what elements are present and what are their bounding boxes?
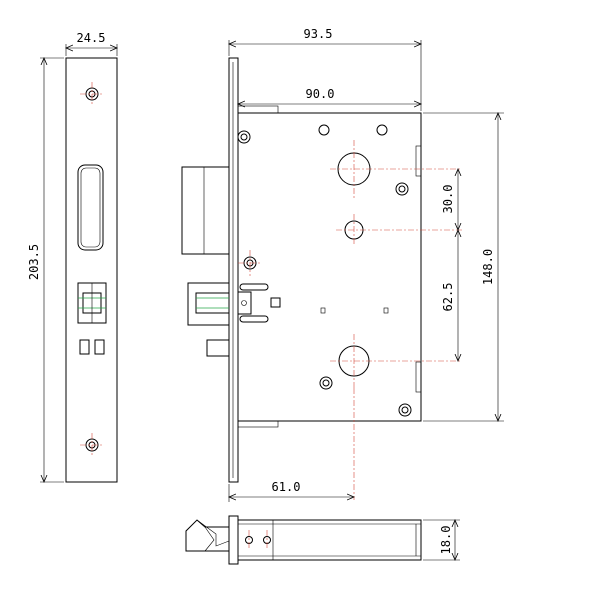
dim-faceplate-width-label: 24.5 (77, 31, 106, 45)
case-hole-top-1 (318, 124, 330, 136)
dim-faceplate-height: 203.5 (27, 58, 64, 482)
dim-backset-label: 61.0 (272, 480, 301, 494)
case-screw-lower-right (398, 403, 412, 417)
deadbolt (181, 166, 230, 255)
faceplate-top-screw (80, 82, 104, 106)
faceplate-small-hole-left (79, 339, 90, 355)
dim-backset: 61.0 (229, 480, 354, 502)
dim-cylinder-to-lower-label: 62.5 (441, 283, 455, 312)
faceplate-small-hole-right (94, 339, 105, 355)
faceplate-latch-block (77, 282, 107, 324)
dim-overall-depth: 93.5 (229, 27, 421, 111)
handle-spindle-hole (330, 140, 462, 198)
case-screw-right-upper (395, 182, 409, 196)
faceplate-front-view (65, 57, 118, 483)
case-hole-top-2 (376, 124, 388, 136)
case-screw-lower-left (319, 376, 333, 390)
dim-handle-to-cylinder: 30.0 (441, 169, 458, 230)
lower-spindle-hole (330, 334, 462, 388)
dim-case-height-label: 148.0 (481, 249, 495, 285)
dim-overall-depth-label: 93.5 (304, 27, 333, 41)
dim-handle-to-cylinder-label: 30.0 (441, 185, 455, 214)
dim-case-height: 148.0 (423, 113, 504, 421)
dim-case-thickness: 18.0 (423, 520, 460, 560)
faceplate-latch-slot (77, 164, 104, 251)
dim-case-thickness-label: 18.0 (439, 526, 453, 555)
dim-faceplate-height-label: 203.5 (27, 244, 41, 280)
case-screw-upper-left (237, 130, 251, 144)
cylinder-hole (336, 214, 462, 246)
faceplate-bottom-screw (80, 433, 104, 457)
dim-case-depth: 90.0 (238, 87, 421, 104)
dim-case-depth-label: 90.0 (306, 87, 335, 101)
dim-cylinder-to-lower: 62.5 (441, 230, 458, 361)
auxiliary-latch (206, 339, 230, 357)
latch-bolt (187, 282, 230, 326)
case-screw-mid-left (238, 250, 262, 276)
lock-case-side-view (181, 57, 462, 500)
dim-faceplate-width: 24.5 (66, 31, 117, 56)
lock-top-view (185, 515, 422, 565)
